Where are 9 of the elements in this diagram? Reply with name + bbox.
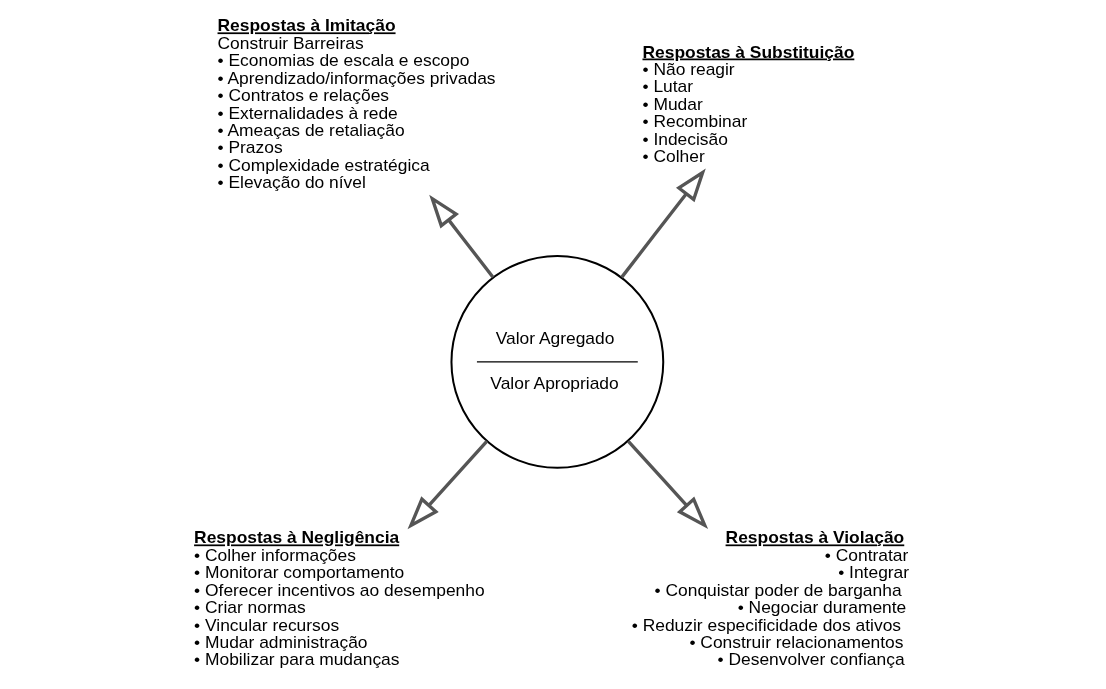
arrow bbox=[620, 168, 706, 279]
node-circle: Valor Agregado Valor Apropriado bbox=[450, 255, 665, 469]
node-text: Respostas à Imitação Construir Barreiras • Economias de escala e escopo • Aprendizado/informações privadas • Contratos e relações • Externalidades à rede • Ameaças de retaliação • Prazos • Complexidade estratégica • Elevação do nível bbox=[217, 15, 496, 193]
node-text: Respostas à Violação • Contratar • Integrar • Conquistar poder de barganha • Negociar duramente • Reduzir especificidade dos ativos • Construir relacionamentos • Desenvolver confiança bbox=[631, 527, 910, 670]
arrow bbox=[429, 194, 495, 279]
node-text: Respostas à Substituição • Não reagir • Lutar • Mudar • Recombinar • Indecisão • Colher bbox=[642, 41, 855, 167]
arrow bbox=[626, 440, 709, 530]
arrow bbox=[407, 440, 489, 530]
node-text: Respostas à Negligência • Colher informações • Monitorar comportamento • Oferecer incentivos ao desempenho • Criar normas • Vincular recursos • Mudar administração • Mobilizar para mudanças bbox=[194, 527, 485, 670]
